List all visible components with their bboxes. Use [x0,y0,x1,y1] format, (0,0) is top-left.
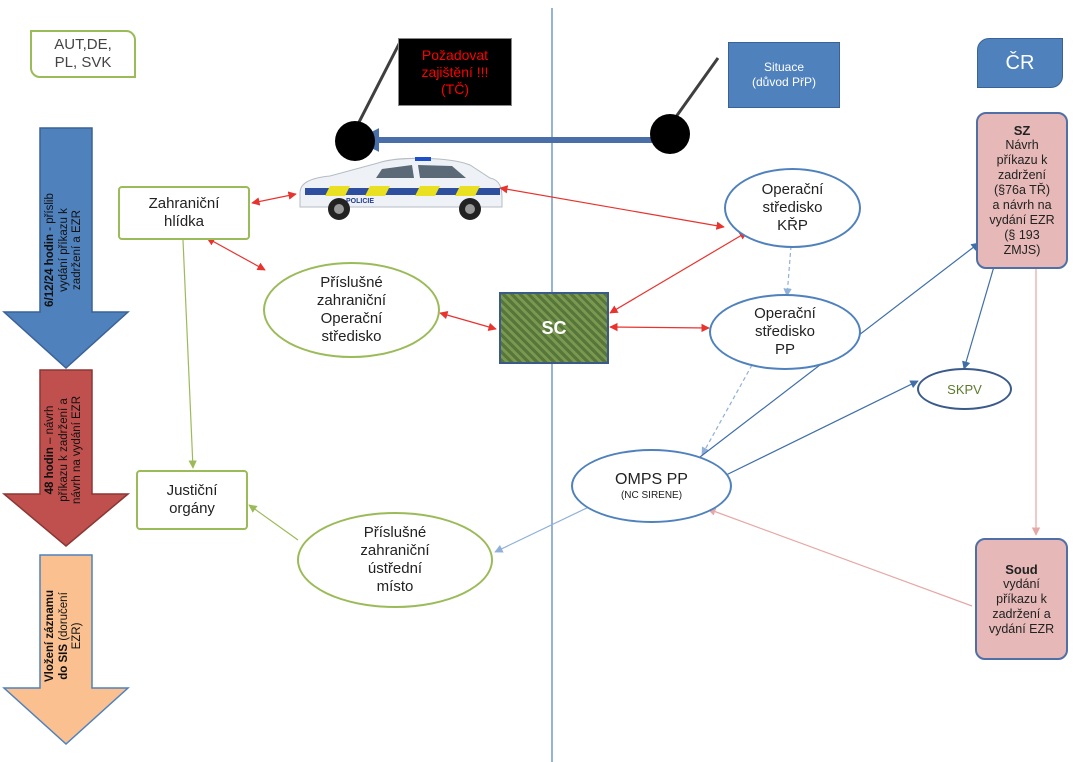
right-knob [650,114,690,154]
foreign-opcenter-line-1: Příslušné [320,274,383,291]
omps-line-1: OMPS PP [615,470,688,488]
situation-line-2: (důvod PřP) [751,75,817,89]
foreign-central-ellipse: Příslušné zahraniční ústřední místo [297,512,493,608]
pp-line-1: Operační [754,305,816,322]
court-line-2: příkazu k [996,591,1047,606]
alert-pointer-line [353,41,402,131]
link-court-omps [707,507,973,607]
police-car-image: POLICIE [299,157,503,220]
pp-line-3: PP [774,341,795,358]
sc-label: SC [541,317,567,338]
link-sc-pp [609,322,710,333]
foreign-patrol-box: Zahraniční hlídka [118,186,250,240]
kfp-line-2: středisko [762,199,823,216]
court-line-1: vydání [1003,576,1040,591]
sc-box: SC [499,292,609,364]
arrow-orange-line-3: EZR) [71,622,83,650]
sz-title: SZ [1013,123,1031,138]
pp-center-ellipse: Operační středisko PP [709,294,861,370]
countries-line-2: PL, SVK [54,54,112,71]
arrow-red-line-3: návrh na vydání EZR [71,395,83,505]
alert-line-3: (TČ) [441,80,469,97]
link-patrol-opcenter [206,237,266,271]
foreign-opcenter-ellipse: Příslušné zahraniční Operační středisko [263,262,440,358]
foreign-central-line-3: ústřední [367,560,423,577]
skpv-ellipse: SKPV [917,368,1012,410]
arrow-blue-rest: - příslib [44,193,56,235]
arrow-orange-text: Vložení záznamu do SIS (doručení EZR) [44,556,88,716]
arrow-blue-line-2: vydání příkazu k [57,208,70,292]
link-patrol-judicial [182,239,197,469]
link-kfp-pp-dashed [783,245,792,297]
arrow-blue-shape [2,127,130,370]
skpv-label: SKPV [947,381,982,397]
sz-line-5: a návrh na [992,198,1052,212]
foreign-central-line-4: místo [376,578,414,595]
link-sc-kfp [609,231,748,314]
alert-line-1: Požadovat [421,46,489,63]
arrow-orange-line2-rest: (doručení [57,592,70,644]
omps-ellipse: OMPS PP (NC SIRENE) [571,449,732,523]
cz-label: ČR [977,38,1063,88]
court-title: Soud [1005,561,1038,577]
pp-line-2: středisko [754,323,816,340]
arrow-red-line-2: příkazu k zadržení a [57,398,70,502]
arrow-orange-shape [2,554,130,746]
omps-line-2: (NC SIRENE) [620,489,683,501]
arrow-red-bold: 48 hodin [44,447,56,495]
arrow-blue-line-3: zadržení a EZR [71,210,83,290]
kfp-line-3: KŘP [777,217,808,234]
court-line-3: zadržení a [992,606,1051,621]
left-knob [335,121,375,161]
alert-box: Požadovat zajištění !!! (TČ) [398,38,512,106]
link-skpv-omps [719,380,919,479]
sz-line-4: (§76a TŘ) [993,183,1051,197]
arrow-red-text: 48 hodin – návrh příkazu k zadržení a ná… [44,360,88,540]
judicial-box: Justiční orgány [136,470,248,530]
sz-line-2: příkazu k [996,153,1048,167]
sz-line-7: (§ 193 [1004,228,1040,242]
foreign-opcenter-line-3: Operační [320,310,383,327]
foreign-patrol-line-1: Zahraniční [148,195,220,212]
red-links [206,185,748,333]
foreign-opcenter-line-4: středisko [321,328,382,345]
sz-box: SZ Návrh příkazu k zadržení (§76a TŘ) a … [976,112,1068,269]
sz-line-1: Návrh [1005,138,1039,152]
countries-line-1: AUT,DE, [54,36,112,53]
judicial-line-1: Justiční [166,482,218,499]
arrow-orange-line2-bold: do SIS [57,644,70,680]
link-patrol-car [251,191,297,206]
arrow-red-shape [1,369,131,547]
link-car-kfp [499,185,725,230]
link-pp-omps-dashed [701,364,753,456]
situation-box: Situace (důvod PřP) [728,42,840,108]
alert-line-2: zajištění !!! [421,63,489,80]
foreign-central-line-1: Příslušné [363,524,427,541]
link-opcenter-sc [439,311,497,331]
arrow-red-rest: – návrh [44,405,56,448]
court-line-4: vydání EZR [988,621,1055,636]
link-central-judicial [248,504,299,541]
sz-line-6: vydání EZR [989,213,1055,227]
arrow-blue-text: 6/12/24 hodin - příslib vydání příkazu k… [44,160,88,340]
link-omps-central [494,504,594,553]
foreign-patrol-line-2: hlídka [163,213,205,230]
countries-label: AUT,DE, PL, SVK [30,30,136,78]
arrow-blue-bold: 6/12/24 hodin [44,234,56,307]
arrow-orange-bold: Vložení záznamu [44,589,56,683]
police-car-text: POLICIE [346,198,374,205]
situation-line-1: Situace [763,60,805,74]
foreign-central-line-2: zahraniční [360,542,430,559]
sz-line-8: ZMJS) [1003,243,1041,257]
cz-label-text: ČR [1005,51,1035,74]
kfp-center-ellipse: Operační středisko KŘP [724,168,861,248]
foreign-opcenter-line-2: zahraniční [316,292,387,309]
court-box: Soud vydání příkazu k zadržení a vydání … [975,538,1068,660]
kfp-line-1: Operační [761,181,824,198]
sz-line-3: zadržení [998,168,1046,182]
judicial-line-2: orgány [169,500,215,517]
